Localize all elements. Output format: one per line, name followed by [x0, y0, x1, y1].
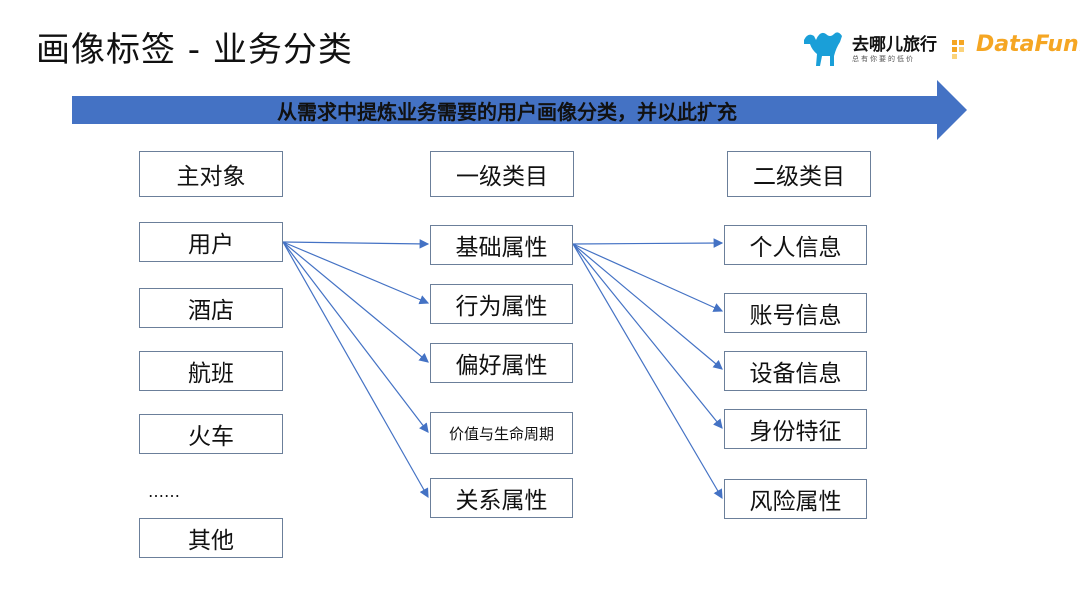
camel-icon: [804, 32, 842, 66]
level1-basic: 基础属性: [430, 225, 573, 265]
link-basic-device: [572, 243, 723, 370]
banner-text: 从需求中提炼业务需要的用户画像分类，并以此扩充: [277, 100, 737, 124]
link-user-behavior: [282, 241, 430, 305]
header-level2: 二级类目: [727, 151, 871, 197]
datafun-logo-text: DataFun.: [976, 32, 1080, 57]
item-train: 火车: [139, 414, 283, 454]
level1-value-lifecycle: 价值与生命周期: [430, 412, 573, 454]
level1-preference: 偏好属性: [430, 343, 573, 383]
item-user: 用户: [139, 222, 283, 262]
link-user-value: [282, 241, 429, 433]
header-main-object: 主对象: [139, 151, 283, 197]
link-user-relation: [282, 241, 429, 499]
level2-identity: 身份特征: [724, 409, 867, 449]
brand-logos: 去哪儿旅行 总有你要的低价 DataFun.: [800, 24, 1080, 72]
item-other: 其他: [139, 518, 283, 558]
link-user-basic: [282, 239, 430, 249]
link-basic-risk: [572, 243, 723, 500]
item-flight: 航班: [139, 351, 283, 391]
level2-account: 账号信息: [724, 293, 867, 333]
level1-relation: 关系属性: [430, 478, 573, 518]
header-level1: 一级类目: [430, 151, 574, 197]
link-user-preference: [282, 241, 429, 363]
qunar-slogan: 总有你要的低价: [852, 55, 915, 63]
banner-arrow: [72, 80, 967, 140]
datafun-dots-icon: [952, 40, 964, 59]
item-ellipsis: ……: [148, 482, 180, 501]
qunar-logo-text: 去哪儿旅行: [852, 35, 937, 55]
link-basic-account: [572, 243, 724, 312]
link-basic-personal: [572, 238, 724, 248]
level1-behavior: 行为属性: [430, 284, 573, 324]
level2-personal: 个人信息: [724, 225, 867, 265]
item-hotel: 酒店: [139, 288, 283, 328]
page-title: 画像标签 - 业务分类: [36, 30, 353, 70]
level2-device: 设备信息: [724, 351, 867, 391]
link-basic-identity: [572, 243, 723, 429]
level2-risk: 风险属性: [724, 479, 867, 519]
